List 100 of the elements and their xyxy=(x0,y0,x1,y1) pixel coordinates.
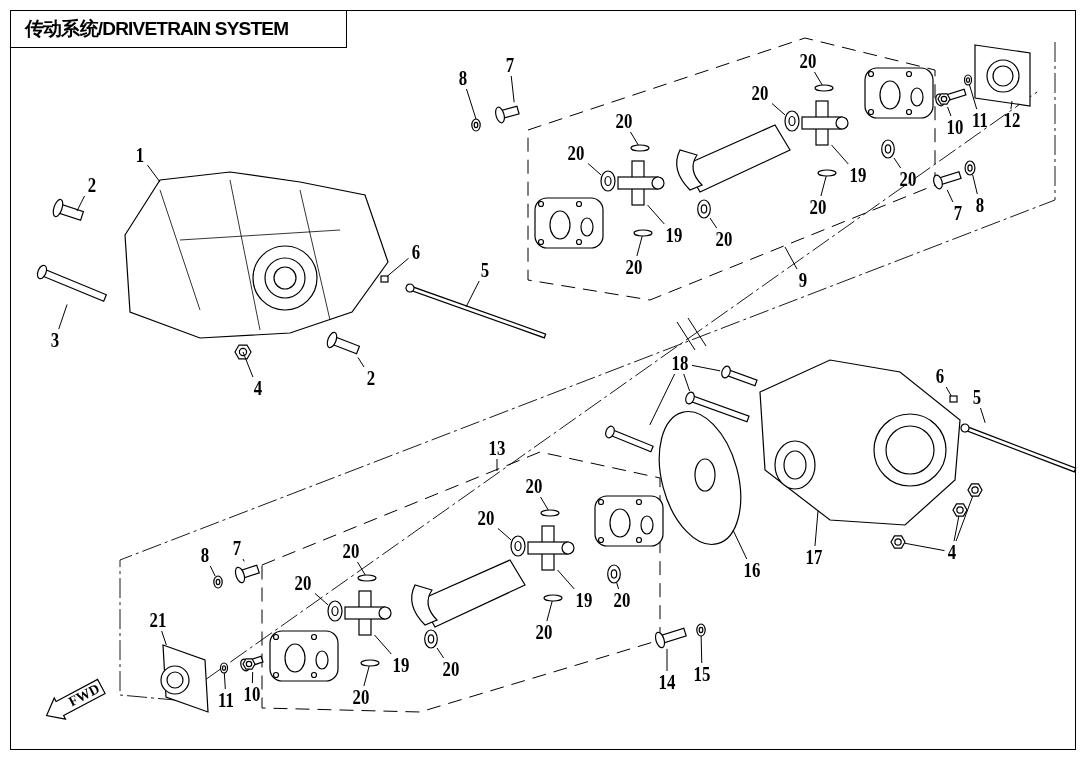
leader-line xyxy=(771,103,786,116)
circlip-drawing xyxy=(784,110,800,132)
leader-line xyxy=(510,75,515,103)
leader-line xyxy=(972,174,978,195)
callout-number: 10 xyxy=(946,117,964,137)
nut-drawing xyxy=(890,535,906,549)
callout-number: 8 xyxy=(458,68,468,88)
bolt-drawing xyxy=(326,331,361,355)
callout-number: 15 xyxy=(693,664,711,684)
flange-plate-drawing xyxy=(160,644,209,713)
leader-line xyxy=(363,665,370,687)
washer-drawing xyxy=(213,575,223,589)
leader-line xyxy=(314,593,329,606)
flange-plate-drawing xyxy=(974,44,1031,107)
callout-number: 20 xyxy=(477,508,495,528)
bolt-drawing xyxy=(654,627,687,649)
cross-joint-drawing xyxy=(801,100,849,146)
nut-drawing xyxy=(952,503,968,517)
circlip-drawing xyxy=(424,629,438,649)
callout-number: 20 xyxy=(625,257,643,277)
leader-line xyxy=(242,558,245,562)
leader-line xyxy=(465,280,480,308)
bearing-cap-drawing xyxy=(357,574,377,582)
leader-line xyxy=(904,542,945,552)
leader-line xyxy=(784,246,798,270)
leader-line xyxy=(76,195,85,212)
leader-line xyxy=(251,671,254,684)
leader-line xyxy=(814,71,823,86)
bolt-drawing xyxy=(52,198,85,222)
leader-line xyxy=(436,647,445,659)
bearing-cap-drawing xyxy=(543,594,563,602)
washer-drawing xyxy=(964,160,976,176)
callout-number: 20 xyxy=(567,143,585,163)
washer-drawing xyxy=(219,662,229,674)
gearbox-drawing xyxy=(124,171,389,339)
callout-number: 7 xyxy=(232,538,242,558)
leader-line xyxy=(496,458,498,472)
callout-number: 18 xyxy=(671,353,689,373)
leader-line xyxy=(683,373,691,392)
leader-line xyxy=(557,569,575,590)
bearing-cap-drawing xyxy=(814,84,834,92)
leader-line xyxy=(691,364,721,372)
callout-number: 20 xyxy=(442,659,460,679)
leader-line xyxy=(947,106,952,117)
cross-joint-drawing xyxy=(527,525,575,571)
leader-line xyxy=(946,189,954,203)
leader-line xyxy=(147,164,161,183)
circlip-drawing xyxy=(881,139,895,159)
nut-drawing xyxy=(234,344,252,360)
callout-number: 19 xyxy=(665,225,683,245)
leader-line xyxy=(209,565,216,577)
washer-drawing xyxy=(696,623,706,637)
callout-number: 21 xyxy=(149,610,167,630)
nut-drawing xyxy=(967,483,983,497)
bearing-cap-drawing xyxy=(817,169,837,177)
callout-number: 4 xyxy=(253,378,263,398)
callout-number: 4 xyxy=(947,542,957,562)
bearing-cap-drawing xyxy=(360,659,380,667)
callout-number: 1 xyxy=(135,145,145,165)
callout-number: 5 xyxy=(480,260,490,280)
leader-line xyxy=(466,88,477,120)
leader-line xyxy=(387,257,409,277)
leader-line xyxy=(709,217,718,229)
callout-number: 16 xyxy=(743,560,761,580)
circlip-drawing xyxy=(600,170,616,192)
callout-number: 19 xyxy=(575,590,593,610)
callout-number: 5 xyxy=(972,387,982,407)
leader-line xyxy=(955,495,974,542)
bolt-drawing xyxy=(495,105,520,124)
title: 传动系统/DRIVETRAIN SYSTEM xyxy=(10,10,347,48)
differential-drawing xyxy=(759,359,961,526)
pin-drawing xyxy=(380,275,389,283)
callout-number: 17 xyxy=(805,547,823,567)
leader-line xyxy=(540,496,549,511)
leader-line xyxy=(980,407,986,424)
callout-number: 8 xyxy=(200,545,210,565)
leader-line xyxy=(732,529,748,560)
bearing-cap-drawing xyxy=(630,144,650,152)
circlip-drawing xyxy=(697,199,711,219)
cross-joint-drawing xyxy=(617,160,665,206)
callout-number: 2 xyxy=(87,175,97,195)
callout-number: 20 xyxy=(715,229,733,249)
callout-number: 20 xyxy=(809,197,827,217)
leader-line xyxy=(616,582,620,590)
callout-number: 20 xyxy=(799,51,817,71)
leader-line xyxy=(636,235,643,257)
leader-line xyxy=(223,672,226,690)
leader-line xyxy=(161,630,167,646)
callout-number: 20 xyxy=(899,169,917,189)
leader-line xyxy=(945,386,952,397)
callout-number: 6 xyxy=(935,366,945,386)
leader-line xyxy=(820,175,827,197)
pin-drawing xyxy=(949,395,958,403)
callout-number: 11 xyxy=(218,690,234,710)
callout-number: 7 xyxy=(505,55,515,75)
leader-line xyxy=(587,163,602,176)
circlip-drawing xyxy=(510,535,526,557)
callout-number: 19 xyxy=(849,165,867,185)
leader-line xyxy=(814,510,819,547)
leader-line xyxy=(1010,100,1013,110)
